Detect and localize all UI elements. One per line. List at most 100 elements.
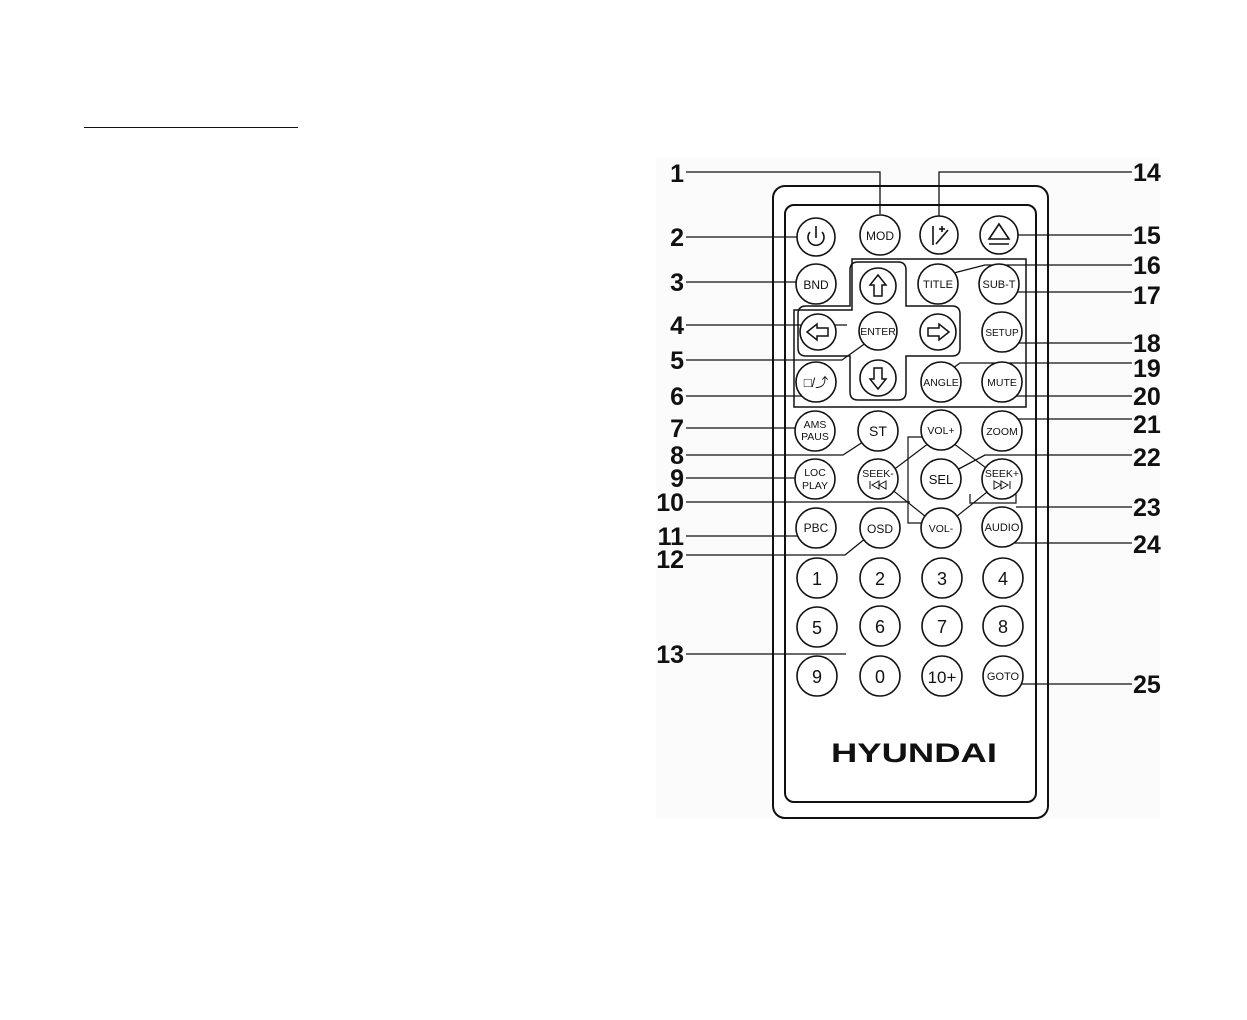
pbc-button[interactable]: PBC <box>795 507 837 549</box>
callout-numbers-right: 14 15 16 17 18 19 20 21 22 23 24 25 <box>1133 159 1161 699</box>
eject-icon <box>987 222 1011 245</box>
num-0-button[interactable]: 0 <box>859 655 901 697</box>
num-8-label: 8 <box>998 617 1008 637</box>
control-group-frame <box>793 258 1027 408</box>
num-6-label: 6 <box>875 617 885 637</box>
callout-15: 15 <box>1133 222 1161 250</box>
num-7-button[interactable]: 7 <box>921 605 963 647</box>
angle-button-label: ANGLE <box>923 377 959 389</box>
num-10plus-label: 10+ <box>928 668 957 687</box>
callout-14: 14 <box>1133 159 1161 187</box>
callout-7: 7 <box>670 415 684 443</box>
sel-button-label: SEL <box>929 472 954 487</box>
bnd-button[interactable]: BND <box>795 263 837 305</box>
leader-5 <box>686 339 871 361</box>
num-6-button[interactable]: 6 <box>859 605 901 647</box>
ams-paus-label-bottom: PAUS <box>801 431 829 443</box>
step-button[interactable] <box>919 215 959 255</box>
num-2-label: 2 <box>875 569 885 589</box>
callout-19: 19 <box>1133 355 1161 383</box>
skip-forward-icon <box>993 480 1011 490</box>
leader-22 <box>952 454 1132 473</box>
vol-plus-button[interactable]: VOL+ <box>920 409 962 451</box>
arrow-down-icon <box>868 367 888 391</box>
num-4-label: 4 <box>998 569 1008 589</box>
arrow-up-icon <box>868 273 888 297</box>
angle-button[interactable]: ANGLE <box>920 361 962 403</box>
mod-button-label: MOD <box>866 229 894 243</box>
num-2-button[interactable]: 2 <box>859 557 901 599</box>
vol-plus-button-label: VOL+ <box>927 425 954 437</box>
down-button[interactable] <box>859 359 897 397</box>
num-7-label: 7 <box>937 617 947 637</box>
power-button[interactable] <box>796 217 836 257</box>
sel-button[interactable]: SEL <box>920 458 962 500</box>
header-rule <box>84 127 298 128</box>
leader-8 <box>686 439 867 456</box>
callout-20: 20 <box>1133 383 1161 411</box>
callout-21: 21 <box>1133 411 1161 439</box>
num-8-button[interactable]: 8 <box>982 605 1024 647</box>
audio-button[interactable]: AUDIO <box>981 506 1023 548</box>
ams-paus-label-top: AMS <box>804 419 827 431</box>
callout-1: 1 <box>670 160 684 188</box>
callout-5: 5 <box>670 347 684 375</box>
num-10plus-button[interactable]: 10+ <box>921 655 963 697</box>
seek-minus-button[interactable]: SEEK- <box>857 458 899 500</box>
setup-button-label: SETUP <box>985 328 1019 339</box>
remote-inner-outline <box>784 204 1037 803</box>
left-button[interactable] <box>799 313 837 351</box>
loc-play-label-top: LOC <box>804 467 826 479</box>
callout-11: 11 <box>658 523 685 551</box>
mute-button[interactable]: MUTE <box>981 361 1023 403</box>
zoom-button[interactable]: ZOOM <box>981 410 1023 452</box>
callout-23: 23 <box>1133 494 1161 522</box>
num-1-button[interactable]: 1 <box>796 557 838 599</box>
setup-button[interactable]: SETUP <box>981 311 1023 353</box>
pbc-button-label: PBC <box>804 521 829 535</box>
leader-16 <box>941 264 1132 277</box>
right-button[interactable] <box>919 313 957 351</box>
callout-leaders <box>686 171 1132 685</box>
num-0-label: 0 <box>875 667 885 687</box>
callout-22: 22 <box>1133 444 1161 472</box>
seek-bracket-right <box>969 494 1017 504</box>
goto-button[interactable]: GOTO <box>982 655 1024 697</box>
seek-plus-button-label: SEEK+ <box>985 468 1019 480</box>
num-1-label: 1 <box>812 569 822 589</box>
num-5-button[interactable]: 5 <box>796 606 838 648</box>
osd-button[interactable]: OSD <box>859 507 901 549</box>
mod-button[interactable]: MOD <box>859 214 901 256</box>
callout-18: 18 <box>1133 330 1161 358</box>
callout-4: 4 <box>670 312 684 340</box>
num-3-button[interactable]: 3 <box>921 557 963 599</box>
num-5-label: 5 <box>812 618 822 638</box>
step-icon <box>932 226 949 245</box>
seek-plus-button[interactable]: SEEK+ <box>981 458 1023 500</box>
stop-return-button[interactable]: □/⤴ <box>795 361 837 403</box>
num-9-button[interactable]: 9 <box>796 655 838 697</box>
leader-1 <box>686 171 881 214</box>
vol-minus-button[interactable]: VOL- <box>920 507 962 549</box>
seek-minus-button-label: SEEK- <box>862 468 894 480</box>
ams-paus-button[interactable]: AMS PAUS <box>794 410 836 452</box>
brand-logo: HYUNDAI <box>831 738 997 768</box>
title-button[interactable]: TITLE <box>917 263 959 305</box>
title-button-label: TITLE <box>923 279 953 291</box>
eject-button[interactable] <box>979 215 1019 255</box>
sub-t-button[interactable]: SUB-T <box>978 263 1020 305</box>
st-button-label: ST <box>869 423 887 439</box>
skip-back-icon <box>869 480 887 490</box>
num-4-button[interactable]: 4 <box>982 557 1024 599</box>
arrow-right-icon <box>927 322 951 342</box>
callout-25: 25 <box>1133 671 1161 699</box>
st-button[interactable]: ST <box>857 410 899 452</box>
up-button[interactable] <box>859 267 897 305</box>
loc-play-button[interactable]: LOC PLAY <box>794 458 836 500</box>
sub-t-button-label: SUB-T <box>983 279 1016 291</box>
callout-numbers-left: 1 2 3 4 5 6 7 8 9 10 11 12 13 <box>656 160 684 669</box>
callout-10: 10 <box>656 489 684 517</box>
vol-bracket-left <box>907 436 922 524</box>
enter-button[interactable]: ENTER <box>858 311 898 351</box>
